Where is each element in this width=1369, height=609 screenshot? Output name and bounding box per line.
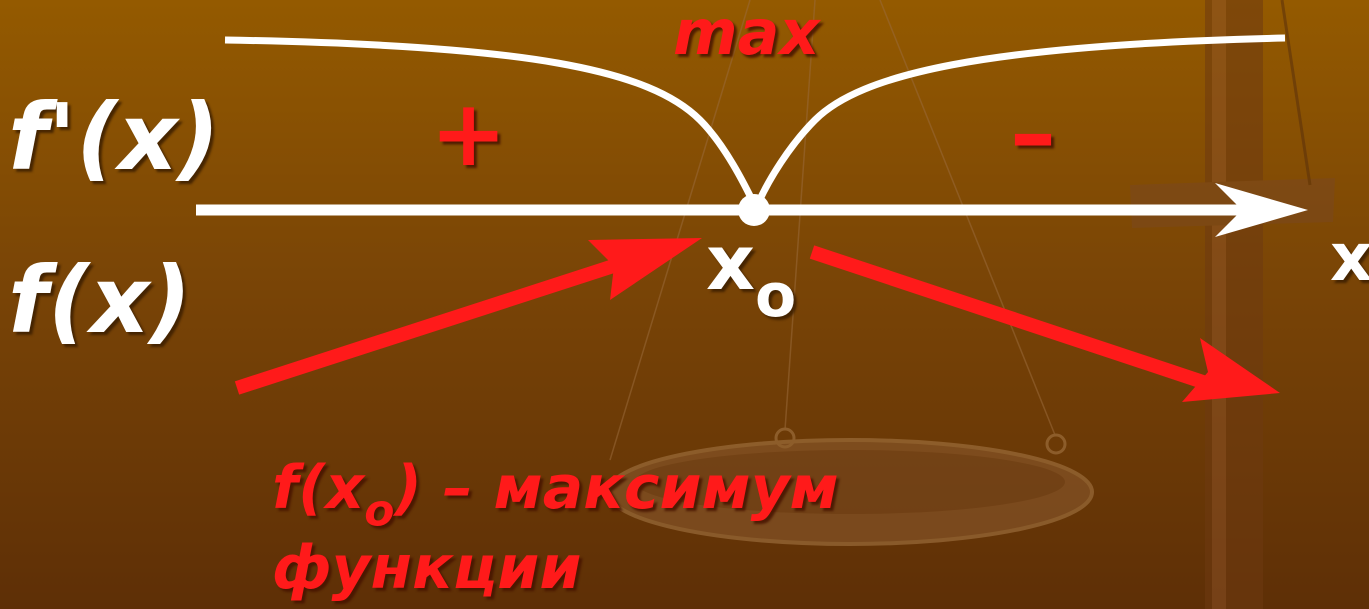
critical-point-letter: x	[706, 218, 756, 307]
scale-post-highlight	[1212, 0, 1226, 609]
function-label: f(x)	[8, 247, 192, 354]
scale-background	[606, 0, 1335, 609]
caption-subscript: o	[364, 485, 395, 537]
critical-point	[738, 194, 770, 226]
critical-point-label: xo	[706, 225, 796, 327]
caption-line-1: f(xo) – максимум	[272, 458, 839, 534]
caption-line-2: функции	[272, 533, 582, 603]
increasing-arrowhead	[588, 238, 702, 300]
caption-prefix: f(x	[272, 453, 365, 523]
scale-pan-inner	[635, 450, 1065, 514]
decreasing-arrowhead	[1182, 338, 1280, 402]
decreasing-arrow-shaft	[809, 245, 1215, 392]
scale-pan-hook-left	[774, 427, 796, 449]
x-axis-label: x	[1330, 219, 1369, 296]
plus-sign: +	[430, 80, 508, 187]
increasing-arrow-shaft	[234, 253, 635, 395]
caption-suffix: ) – максимум	[394, 453, 839, 523]
critical-point-subscript: o	[755, 261, 797, 331]
derivative-label: f'(x)	[8, 84, 220, 191]
scale-rope	[1280, 0, 1312, 186]
scale-string-1	[609, 0, 751, 461]
scale-pan-hook-right	[1045, 433, 1067, 455]
max-label: max	[673, 0, 820, 69]
x-axis-arrowhead	[1215, 183, 1308, 237]
minus-sign: –	[1010, 80, 1056, 187]
